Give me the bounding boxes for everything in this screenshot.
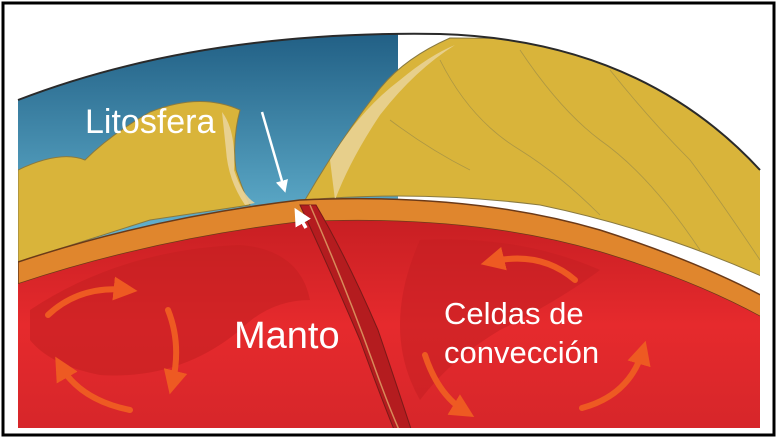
convection-label-line2: convección (444, 335, 599, 370)
mantle-label: Manto (234, 315, 340, 357)
convection-label-line1: Celdas de (444, 296, 584, 331)
lithosphere-label: Litosfera (85, 103, 215, 141)
